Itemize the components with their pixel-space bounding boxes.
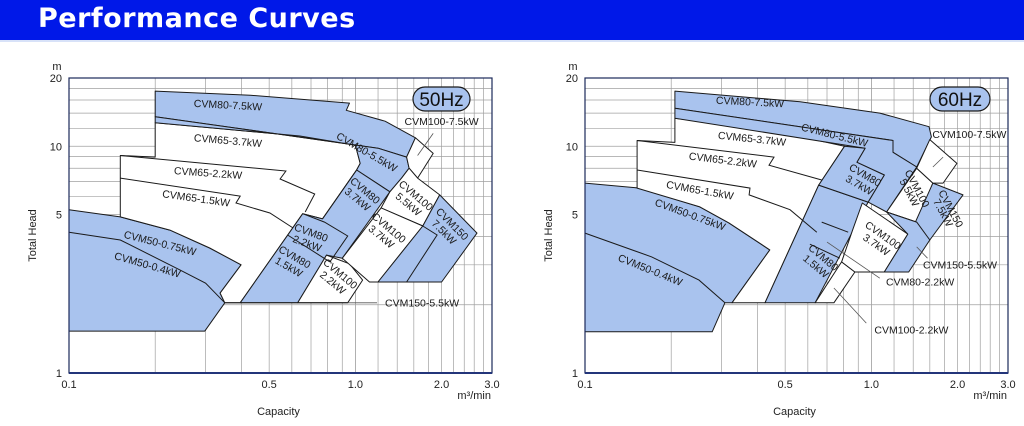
zone-label: CVM65-3.7kW (193, 132, 262, 150)
leader-line (932, 156, 944, 168)
zone-8 (341, 207, 424, 283)
zone-boundary-line (584, 232, 726, 304)
y-tick-label: 5 (56, 210, 62, 222)
y-tick-label: 1 (56, 368, 62, 380)
zone-label: CVM100-7.5kW (405, 116, 479, 128)
zone-boundary-line (120, 155, 316, 213)
zone-boundary-line (68, 231, 226, 304)
zone-label-line: CVM65-2.2kW (174, 165, 243, 182)
x-tick-label: 2.0 (434, 379, 449, 391)
zone-boundary-line (322, 169, 358, 220)
zone-label-line: CVM80-7.5kW (194, 98, 263, 114)
header-banner: Performance Curves (0, 0, 1024, 40)
y-tick-label: 1 (572, 368, 578, 380)
zone-label-line: CVM150-5.5kW (923, 259, 997, 271)
zone-label: CVM100-7.5kW (932, 129, 1006, 141)
page-title: Performance Curves (38, 3, 356, 34)
zone-label-line: CVM150-5.5kW (385, 297, 459, 309)
zone-label: CVM150-5.5kW (923, 259, 997, 271)
y-tick-label: 10 (566, 141, 578, 153)
x-tick-label: 1.0 (348, 379, 363, 391)
x-axis-title: Capacity (773, 406, 816, 418)
zone-label-line: CVM80-7.5kW (716, 95, 785, 111)
y-axis-title: Total Head (27, 209, 39, 262)
zone-boundary-line (637, 169, 818, 233)
zone-boundary-line (637, 140, 822, 181)
zone-9 (377, 194, 478, 283)
frequency-badge (412, 86, 471, 112)
zone-11 (916, 139, 958, 184)
x-unit-label: m³/min (457, 390, 491, 402)
zone-10 (883, 211, 931, 273)
zone-label: CVM65-2.2kW (174, 165, 243, 182)
x-tick-label: 0.1 (577, 379, 592, 391)
zone-label: CVM80-7.5kW (194, 98, 263, 114)
frequency-label: 60Hz (938, 90, 982, 111)
x-tick-label: 2.0 (950, 379, 965, 391)
x-tick-label: 0.1 (61, 379, 76, 391)
y-tick-label: 5 (572, 210, 578, 222)
zone-label-line: CVM100-2.2kW (874, 325, 948, 337)
zone-label-line: CVM65-3.7kW (193, 132, 262, 150)
zone-boundary-line (287, 234, 331, 263)
header-divider (0, 40, 1024, 42)
leader-line (833, 287, 867, 324)
zone-label: CVM80-7.5kW (716, 95, 785, 111)
y-tick-label: 20 (50, 73, 62, 85)
x-tick-label: 0.5 (262, 379, 277, 391)
frequency-label: 50Hz (419, 90, 463, 111)
y-unit-label: m (52, 61, 61, 73)
zone-boundary-line (821, 221, 849, 233)
y-unit-label: m (568, 61, 577, 73)
zone-6 (406, 137, 434, 179)
zone-label: CVM80-2.2kW (886, 277, 954, 289)
leader-line (826, 241, 881, 279)
x-tick-label: 3.0 (1000, 379, 1015, 391)
operating-zones (68, 90, 478, 332)
x-tick-label: 0.5 (778, 379, 793, 391)
frequency-badge (929, 86, 991, 112)
zone-label-line: CVM100-7.5kW (405, 116, 479, 128)
x-tick-label: 3.0 (484, 379, 499, 391)
x-axis-title: Capacity (257, 406, 300, 418)
y-tick-label: 10 (50, 141, 62, 153)
leader-line (916, 246, 928, 259)
zone-boundary-line (302, 213, 349, 263)
leader-line (417, 133, 434, 156)
zone-label: CVM150-5.5kW (385, 297, 459, 309)
zone-5 (818, 145, 885, 203)
y-tick-label: 20 (566, 73, 578, 85)
zone-boundary-line (406, 225, 438, 283)
zone-boundary-line (120, 177, 294, 229)
y-axis-title: Total Head (543, 209, 555, 262)
x-tick-label: 1.0 (864, 379, 879, 391)
operating-zones (584, 90, 964, 333)
zone-label: CVM100-2.2kW (874, 325, 948, 337)
x-unit-label: m³/min (973, 390, 1007, 402)
zone-label-line: CVM80-2.2kW (886, 277, 954, 289)
zone-label-line: CVM100-7.5kW (932, 129, 1006, 141)
zone-boundary-line (809, 243, 841, 259)
